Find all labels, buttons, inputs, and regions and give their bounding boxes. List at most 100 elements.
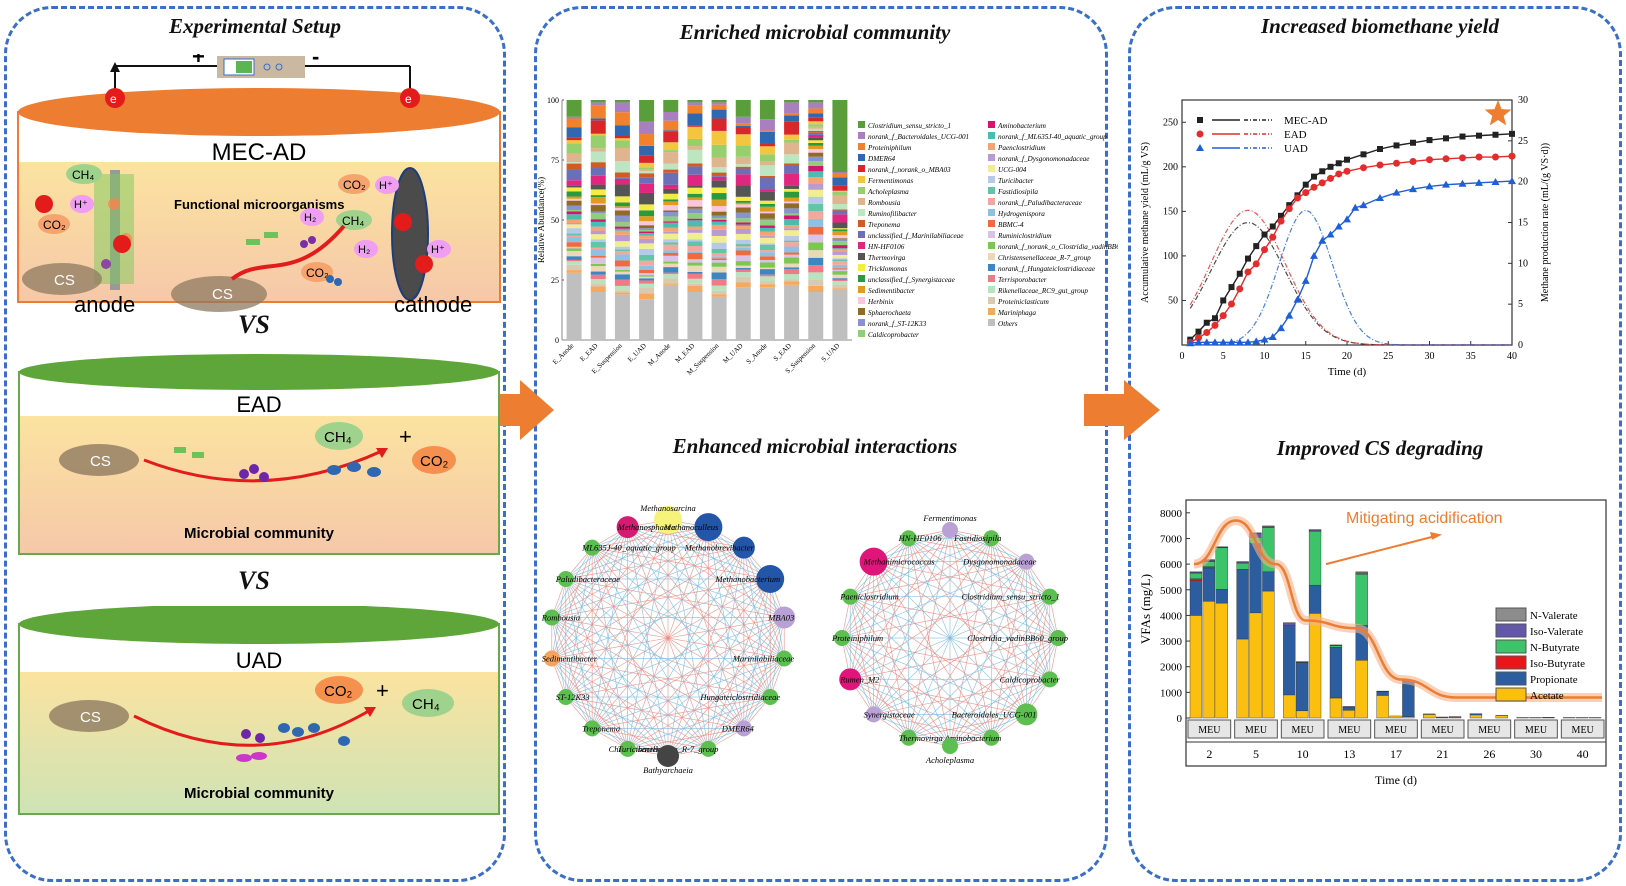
y-tick-label: 1000 (1160, 687, 1183, 699)
legend-swatch (988, 297, 995, 304)
network-edge (1026, 561, 1051, 680)
legend-label: Acetate (1530, 690, 1564, 702)
bar-segment (663, 233, 679, 240)
bar-segment (784, 163, 800, 166)
legend-swatch (988, 231, 995, 238)
svg-text:CH₄: CH₄ (412, 696, 440, 713)
bar-segment (614, 196, 630, 203)
network-edge (850, 596, 1059, 639)
flow-arrow-2 (1084, 380, 1160, 440)
bar-segment (663, 120, 679, 131)
setup-panel (4, 6, 506, 882)
legend-marker (1196, 144, 1204, 151)
data-point (1277, 217, 1285, 225)
svg-text:CO₂: CO₂ (43, 218, 66, 232)
legend-label: Fastidiosipila (997, 188, 1038, 196)
bar-segment (784, 268, 800, 275)
legend-label: norank_f_Dysgonomonadaceae (998, 155, 1090, 163)
bar-segment (687, 265, 703, 272)
network-edge (565, 696, 709, 750)
bar-segment (687, 220, 703, 227)
data-point (1443, 135, 1449, 142)
x-tick-label: 10 (1297, 747, 1309, 761)
bar-segment (759, 206, 775, 212)
network-node-label: Fermentimonas (922, 513, 977, 523)
legend-swatch (858, 319, 865, 326)
bar-segment-top (808, 100, 824, 103)
bar-segment (735, 247, 751, 251)
network-edge (565, 519, 669, 580)
network-edge (592, 696, 771, 729)
network-edge (565, 547, 744, 580)
vfa-bar-segment (1436, 716, 1449, 718)
data-point (1344, 156, 1350, 163)
bar-segment (808, 211, 824, 219)
bar-segment (590, 162, 606, 168)
bar-segment (566, 200, 582, 206)
data-point (1277, 324, 1285, 332)
data-point (1252, 260, 1260, 268)
bar-segment (735, 164, 751, 167)
legend-label: Iso-Butyrate (1530, 658, 1585, 670)
legend-label: Propionate (1530, 674, 1578, 686)
bar-segment (590, 189, 606, 196)
legend-swatch (988, 154, 995, 161)
bar-segment (590, 286, 606, 292)
x-tick-label: 15 (1301, 351, 1311, 362)
data-point (1203, 319, 1210, 326)
network-edge (841, 637, 1050, 680)
group-label-box (1514, 719, 1558, 739)
bar-segment (735, 145, 751, 157)
bar-segment (590, 230, 606, 235)
bar-segment (832, 209, 848, 211)
bar-segment (663, 250, 679, 253)
network-edge (849, 561, 874, 680)
network-node (1015, 703, 1038, 726)
bar-segment (614, 292, 630, 295)
bar-segment (639, 145, 655, 156)
bar-segment-others (808, 292, 824, 340)
bar-segment (639, 167, 655, 170)
bar-segment (832, 204, 848, 210)
reactor-name: EAD (236, 392, 281, 417)
network-edge (591, 547, 785, 659)
network-edge (591, 547, 669, 757)
group-label-box (1467, 719, 1512, 739)
bar-segment (808, 161, 824, 167)
bar-segment (639, 121, 655, 135)
bar-segment (735, 207, 751, 213)
network-edge (841, 637, 909, 738)
bar-segment-top (663, 100, 679, 112)
x-tick-label: M_UAD (721, 342, 744, 365)
network-node-label: Methanosphaera (617, 522, 676, 532)
network-edge (708, 526, 771, 698)
bar-segment (614, 254, 630, 261)
bar-segment (832, 177, 848, 186)
bar-segment (711, 175, 727, 177)
data-point (1260, 335, 1269, 343)
bar-segment (784, 279, 800, 282)
data-point (1301, 276, 1310, 284)
bar-segment (614, 226, 630, 229)
network-edge (565, 578, 669, 757)
bar-segment (663, 278, 679, 284)
data-point (1360, 164, 1367, 172)
vfa-bar-segment (1376, 695, 1389, 719)
bar-segment (784, 203, 800, 209)
bar-segment (832, 258, 848, 260)
x-tick-label: 21 (1437, 747, 1449, 761)
bar-segment-others (566, 272, 582, 340)
bar-segment (735, 185, 751, 197)
bar-segment (808, 183, 824, 190)
network-edge (873, 561, 992, 738)
bar-segment (735, 246, 751, 248)
rate-line-EAD (1189, 209, 1512, 346)
y-axis-label: VFAs (mg/L) (1138, 574, 1153, 644)
network-node (1041, 588, 1058, 605)
network-node-label: Synergistaceae (864, 709, 915, 719)
legend-swatch (988, 242, 995, 249)
bar-segment (808, 108, 824, 114)
legend-marker (1196, 130, 1204, 138)
bar-segment (687, 186, 703, 188)
bar-segment (639, 280, 655, 284)
